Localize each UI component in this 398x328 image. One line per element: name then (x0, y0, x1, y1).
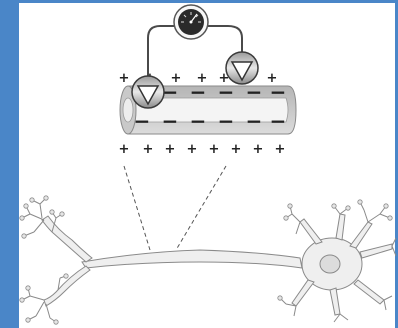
dendrite-spine (30, 198, 34, 202)
dendrite-spine (332, 204, 336, 208)
positive-charge: + (231, 142, 242, 157)
voltmeter-dial-icon (174, 5, 208, 39)
dendrite-spine (20, 216, 24, 220)
dendrite-spine (60, 212, 64, 216)
dendrite-spine (20, 298, 24, 302)
electrode-icon (132, 76, 164, 108)
dendrite-spine (358, 200, 362, 204)
electrode-icon (226, 52, 258, 84)
negative-charge: − (190, 109, 207, 133)
negative-charge: − (162, 109, 179, 133)
positive-charge: + (119, 142, 130, 157)
dendrite-spine (44, 196, 48, 200)
dendrite-spine (50, 210, 54, 214)
positive-charge: + (197, 71, 208, 86)
negative-charge: − (134, 109, 151, 133)
dendrite-spine (278, 296, 282, 300)
zoom-lines (124, 166, 226, 250)
neuron-illustration (42, 214, 392, 315)
dendrite-spine (24, 204, 28, 208)
dendrite-spine (384, 204, 388, 208)
positive-charges-outside-bottom: + + + + + + + + (119, 142, 286, 157)
positive-charge: + (165, 142, 176, 157)
negative-charge: − (270, 109, 287, 133)
dendrite-spine (26, 286, 30, 290)
dendrite-spine (346, 206, 350, 210)
positive-charge: + (187, 142, 198, 157)
dendrite-spine (64, 274, 68, 278)
dendrite-spine (288, 204, 292, 208)
dendrite-spine (284, 216, 288, 220)
dendrite-spine (22, 234, 26, 238)
positive-charge: + (275, 142, 286, 157)
dendrite-spine (26, 318, 30, 322)
positive-charge: + (267, 71, 278, 86)
dendrite-spine (388, 216, 392, 220)
dendrite-spine (54, 320, 58, 324)
negative-charge: − (218, 109, 235, 133)
negative-charge: − (246, 109, 263, 133)
positive-charge: + (143, 142, 154, 157)
positive-charge: + (119, 71, 130, 86)
positive-charge: + (209, 142, 220, 157)
positive-charge: + (171, 71, 182, 86)
positive-charge: + (253, 142, 264, 157)
